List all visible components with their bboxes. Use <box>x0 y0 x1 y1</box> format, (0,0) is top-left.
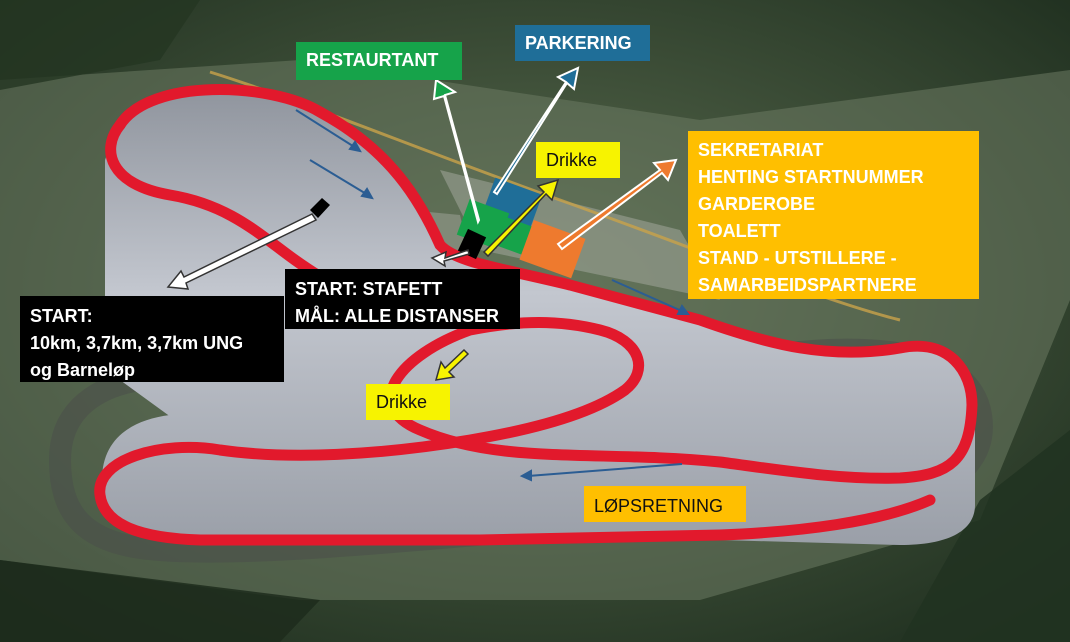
direction-arrow <box>611 279 690 315</box>
start-relay-arrow <box>430 249 470 268</box>
direction-text: LØPSRETNING <box>594 496 724 516</box>
start-main-line: 10km, 3,7km, 3,7km UNG <box>30 333 244 353</box>
direction-label: LØPSRETNING <box>584 486 746 522</box>
direction-arrow <box>295 109 362 153</box>
parking-text: PARKERING <box>525 33 632 53</box>
drink-arrow-top <box>482 178 560 258</box>
tree-patch <box>0 0 200 90</box>
secretariat-block <box>519 220 586 279</box>
tree-patch <box>0 560 320 642</box>
start-main-line: og Barneløp <box>30 360 136 380</box>
start-main-arrow <box>166 198 330 290</box>
secretariat-line: HENTING STARTNUMMER <box>698 167 924 187</box>
secretariat-label: SEKRETARIAT HENTING STARTNUMMER GARDEROB… <box>688 131 979 299</box>
start-relay-line: START: STAFETT <box>295 279 443 299</box>
direction-arrow <box>309 159 374 200</box>
restaurant-text: RESTAURTANT <box>306 50 439 70</box>
secretariat-line: SAMARBEIDSPARTNERE <box>698 275 917 295</box>
start-main-label: START: 10km, 3,7km, 3,7km UNG og Barnelø… <box>20 296 284 382</box>
drink-text: Drikke <box>546 150 598 170</box>
tree-patch <box>900 430 1070 642</box>
drink-arrow-bottom <box>434 348 470 381</box>
start-main-line: START: <box>30 306 93 326</box>
secretariat-line: SEKRETARIAT <box>698 140 824 160</box>
drink-label-bottom: Drikke <box>366 384 450 420</box>
start-relay-label: START: STAFETT MÅL: ALLE DISTANSER <box>285 269 520 329</box>
secretariat-line: STAND - UTSTILLERE - <box>698 248 897 268</box>
drink-label-top: Drikke <box>536 142 620 178</box>
restaurant-arrow <box>432 78 481 225</box>
parking-label: PARKERING <box>515 25 650 61</box>
direction-arrow <box>519 463 683 482</box>
drink-text: Drikke <box>376 392 428 412</box>
restaurant-label: RESTAURTANT <box>296 42 462 80</box>
start-relay-line: MÅL: ALLE DISTANSER <box>295 306 499 326</box>
parking-arrow <box>492 66 580 196</box>
secretariat-line: GARDEROBE <box>698 194 816 214</box>
secretariat-arrow <box>556 158 678 251</box>
secretariat-line: TOALETT <box>698 221 781 241</box>
